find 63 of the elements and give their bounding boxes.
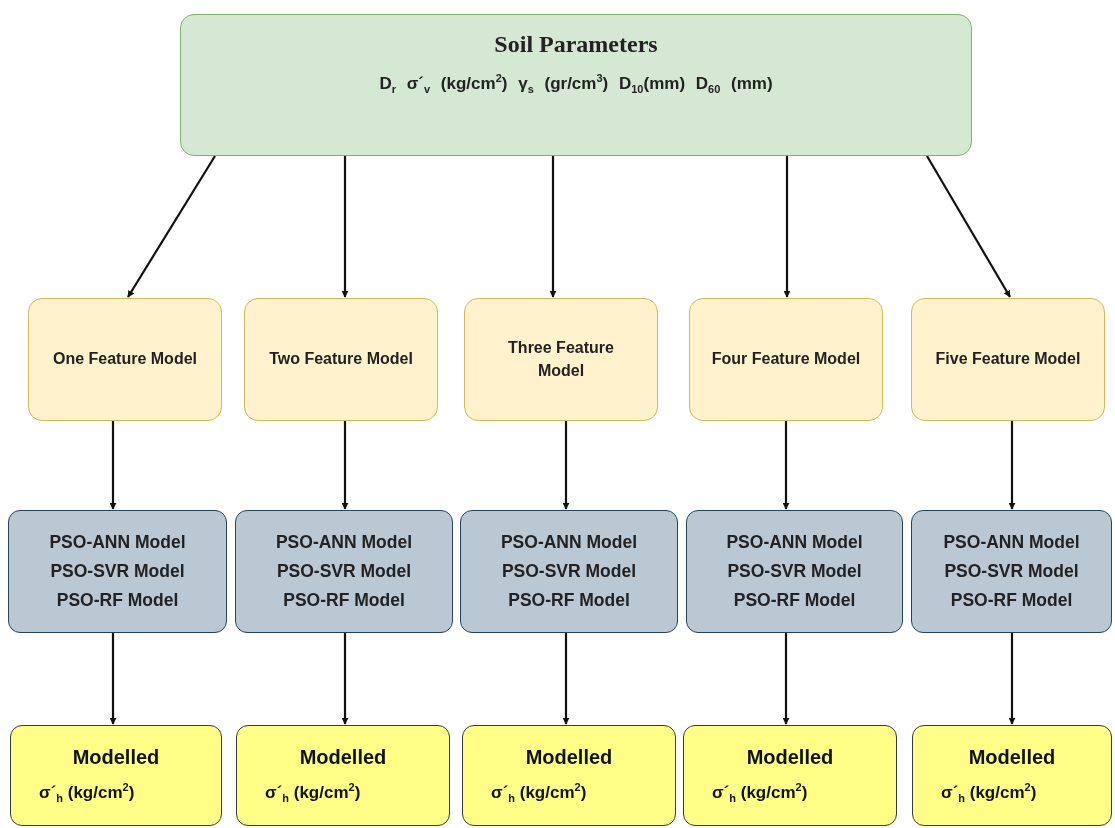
output-quantity: σ´$_{h}$ (kg/cm$^{2}$): [265, 781, 361, 805]
model-name: PSO-SVR Model: [50, 559, 185, 583]
feature-box: [28, 298, 222, 421]
output-quantity: σ´$_{h}$ (kg/cm$^{2}$): [712, 781, 808, 805]
arrow: [109, 633, 117, 725]
arrow: [782, 633, 790, 725]
model-name: PSO-RF Model: [733, 589, 856, 613]
model-box: [8, 510, 227, 633]
output-box: [236, 725, 450, 826]
output-quantity: σ´$_{h}$ (kg/cm$^{2}$): [491, 781, 587, 805]
output-heading: Modelled: [72, 746, 160, 770]
arrow: [783, 156, 791, 298]
model-box: [686, 510, 903, 633]
model-name: PSO-ANN Model: [726, 530, 863, 554]
model-name: PSO-ANN Model: [49, 530, 186, 554]
model-name: PSO-SVR Model: [944, 559, 1079, 583]
model-name: PSO-ANN Model: [500, 530, 638, 554]
arrow: [341, 156, 349, 298]
arrow: [109, 421, 117, 510]
arrow: [926, 155, 1011, 298]
model-name: PSO-RF Model: [508, 589, 630, 613]
model-name: PSO-RF Model: [56, 589, 179, 613]
arrow: [1008, 633, 1016, 725]
output-heading: Modelled: [299, 746, 387, 770]
feature-box: [689, 298, 883, 421]
feature-box: [464, 298, 658, 421]
model-name: PSO-ANN Model: [275, 530, 413, 554]
arrow: [562, 633, 570, 725]
model-name: PSO-SVR Model: [276, 559, 412, 583]
node-label: Three Feature Model: [507, 338, 615, 381]
arrow: [127, 155, 216, 298]
arrow: [1008, 421, 1016, 510]
arrow: [341, 421, 349, 510]
node-label: Four Feature Model: [711, 349, 861, 370]
feature-box: [911, 298, 1105, 421]
node-label: Two Feature Model: [269, 349, 413, 370]
model-name: PSO-ANN Model: [943, 530, 1080, 554]
arrow: [782, 421, 790, 510]
diagram-heading: Soil Parameters: [494, 31, 658, 58]
feature-box: [244, 298, 438, 421]
output-quantity: σ´$_{h}$ (kg/cm$^{2}$): [941, 781, 1037, 805]
node-label: Five Feature Model: [935, 349, 1081, 370]
arrow: [562, 421, 570, 510]
input-box: [180, 14, 972, 156]
output-quantity: σ´$_{h}$ (kg/cm$^{2}$): [39, 781, 135, 805]
model-name: PSO-RF Model: [950, 589, 1073, 613]
model-box: [911, 510, 1112, 633]
output-box: [683, 725, 897, 826]
node-label: One Feature Model: [53, 349, 197, 370]
model-name: PSO-RF Model: [283, 589, 405, 613]
output-heading: Modelled: [968, 746, 1056, 770]
model-box: [460, 510, 678, 633]
model-box: [235, 510, 453, 633]
output-heading: Modelled: [746, 746, 834, 770]
output-box: [462, 725, 676, 826]
model-name: PSO-SVR Model: [501, 559, 637, 583]
model-name: PSO-SVR Model: [727, 559, 862, 583]
output-box: [912, 725, 1112, 826]
arrow: [341, 633, 349, 725]
parameter-list: D$_{r}$ σ´$_{v}$ (kg/cm$^{2}$) γ$_{s}$ (gr/cm$^{3}$) D$_{10}$(mm) D$_{60}$ (mm): [379, 72, 773, 96]
output-box: [10, 725, 222, 826]
arrow: [549, 156, 557, 298]
output-heading: Modelled: [525, 746, 613, 770]
